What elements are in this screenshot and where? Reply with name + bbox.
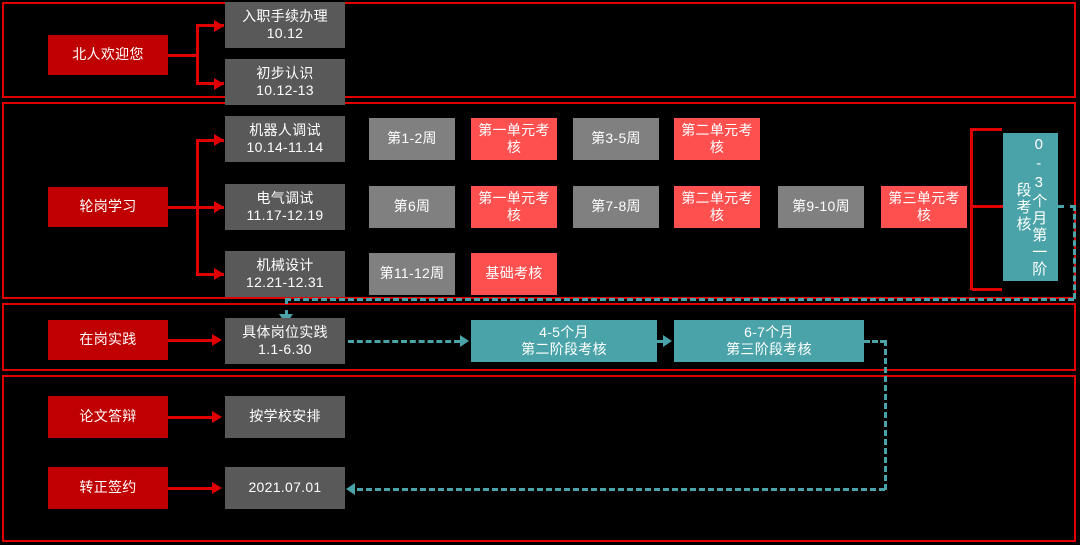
section-frame-onjob xyxy=(2,303,1076,371)
teal-path-right-down xyxy=(1073,205,1076,299)
period-box-r2-s3[interactable]: 第7-8周 xyxy=(573,186,659,228)
task-box-job-practice[interactable]: 具体岗位实践 1.1-6.30 xyxy=(225,318,345,364)
teal-link-job-to-phase2 xyxy=(348,340,460,343)
task-box-mechanical-design[interactable]: 机械设计 12.21-12.31 xyxy=(225,251,345,297)
exam-box-r3-s2[interactable]: 基础考核 xyxy=(471,253,557,295)
teal-arrow-phase2 xyxy=(460,335,469,347)
connector-welcome-b2 xyxy=(196,82,224,85)
task-box-orientation[interactable]: 初步认识 10.12-13 xyxy=(225,59,345,105)
connector-rotation-b2 xyxy=(196,206,224,209)
task-box-robot-debug[interactable]: 机器人调试 10.14-11.14 xyxy=(225,116,345,162)
stage-label-welcome[interactable]: 北人欢迎您 xyxy=(48,35,168,75)
period-box-r2-s5[interactable]: 第9-10周 xyxy=(778,186,864,228)
teal-path-gate-out xyxy=(1058,205,1076,208)
stage-label-signing[interactable]: 转正签约 xyxy=(48,467,168,509)
connector-onjob xyxy=(168,339,214,342)
period-box-r1-s3[interactable]: 第3-5周 xyxy=(573,118,659,160)
task-box-signing-date[interactable]: 2021.07.01 xyxy=(225,467,345,509)
stage-label-thesis[interactable]: 论文答辩 xyxy=(48,396,168,438)
phase-gate-box-stage1[interactable]: 0-3个月第一阶段考核 xyxy=(1003,133,1058,281)
teal-path-phase3-out xyxy=(864,340,886,343)
connector-rotation-b1 xyxy=(196,139,224,142)
stage-label-rotation[interactable]: 轮岗学习 xyxy=(48,187,168,227)
period-box-r3-s1[interactable]: 第11-12周 xyxy=(369,253,455,295)
arrow-onjob xyxy=(212,334,222,346)
section-frame-closing xyxy=(2,375,1076,542)
task-box-electrical-debug[interactable]: 电气调试 11.17-12.19 xyxy=(225,184,345,230)
connector-rotation-stem xyxy=(168,206,198,209)
exam-box-r1-s2[interactable]: 第一单元考核 xyxy=(471,118,557,160)
brace-top-arm xyxy=(972,128,1002,131)
arrow-welcome-1 xyxy=(214,20,224,32)
connector-signing xyxy=(168,487,214,490)
brace-spine xyxy=(970,128,973,290)
teal-path-phase3-down xyxy=(884,340,887,490)
teal-arrow-into-signing xyxy=(346,483,355,495)
phase-box-stage3[interactable]: 6-7个月 第三阶段考核 xyxy=(674,320,864,362)
teal-link-phase2-to-phase3 xyxy=(657,340,664,343)
section-frame-welcome xyxy=(2,2,1076,98)
connector-thesis xyxy=(168,416,214,419)
brace-bottom-arm xyxy=(972,288,1002,291)
arrow-rotation-2 xyxy=(214,201,224,213)
task-box-thesis-schedule[interactable]: 按学校安排 xyxy=(225,396,345,438)
brace-out-arm xyxy=(970,205,1006,208)
arrow-welcome-2 xyxy=(214,78,224,90)
connector-rotation-b3 xyxy=(196,273,224,276)
arrow-signing xyxy=(212,482,222,494)
task-box-onboarding[interactable]: 入职手续办理 10.12 xyxy=(225,2,345,48)
period-box-r1-s1[interactable]: 第1-2周 xyxy=(369,118,455,160)
exam-box-r1-s4[interactable]: 第二单元考核 xyxy=(674,118,760,160)
teal-path-to-job xyxy=(285,298,1074,301)
exam-box-r2-s6[interactable]: 第三单元考核 xyxy=(881,186,967,228)
arrow-rotation-1 xyxy=(214,134,224,146)
exam-box-r2-s4[interactable]: 第二单元考核 xyxy=(674,186,760,228)
teal-path-job-drop xyxy=(285,298,288,316)
phase-box-stage2[interactable]: 4-5个月 第二阶段考核 xyxy=(471,320,657,362)
arrow-rotation-3 xyxy=(214,268,224,280)
arrow-thesis xyxy=(212,411,222,423)
exam-box-r2-s2[interactable]: 第一单元考核 xyxy=(471,186,557,228)
connector-welcome-b1 xyxy=(196,24,224,27)
stage-label-onjob[interactable]: 在岗实践 xyxy=(48,320,168,360)
period-box-r2-s1[interactable]: 第6周 xyxy=(369,186,455,228)
teal-path-to-signing xyxy=(357,488,885,491)
connector-welcome-trunk xyxy=(196,25,199,85)
teal-arrow-phase3 xyxy=(663,335,672,347)
connector-welcome-stem xyxy=(168,54,198,57)
